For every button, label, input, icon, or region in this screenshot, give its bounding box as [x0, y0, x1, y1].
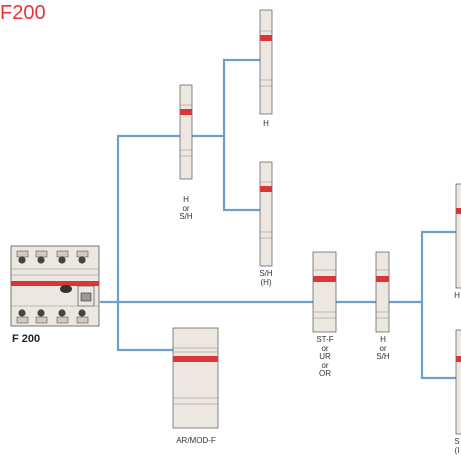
aux-device-lower [259, 161, 273, 267]
terminal-screws [18, 256, 86, 317]
line-right-bottom [420, 302, 461, 380]
diagram-title: F200 [0, 2, 46, 24]
main-device-f200 [10, 245, 100, 327]
aux-device-middle [375, 251, 390, 333]
line-top-to-lower [222, 136, 260, 212]
right-device-top-partial [455, 183, 461, 289]
aux-device-top [179, 84, 193, 180]
aux-device-upper [259, 9, 273, 115]
label-st-f: ST-F or UR or OR [316, 335, 334, 378]
line-main-to-ar [116, 302, 173, 352]
label-aux-lower: S/H (H) [259, 269, 273, 287]
connection-lines [100, 58, 461, 380]
st-f-device [312, 251, 337, 333]
label-right-bottom: S (I [454, 437, 460, 455]
line-right-top [420, 230, 461, 302]
label-aux-middle: H or S/H [376, 335, 390, 361]
line-top-to-upper [192, 58, 260, 138]
right-device-bottom-partial [455, 329, 461, 435]
label-ar-mod-f: AR/MOD-F [176, 436, 216, 445]
ar-mod-f-device [172, 327, 219, 429]
main-device-label: F 200 [12, 333, 41, 345]
label-aux-upper: H [263, 119, 269, 128]
line-main-to-top-branch [116, 134, 180, 302]
label-right-top: H [454, 291, 460, 300]
label-aux-top: H or S/H [179, 195, 193, 221]
